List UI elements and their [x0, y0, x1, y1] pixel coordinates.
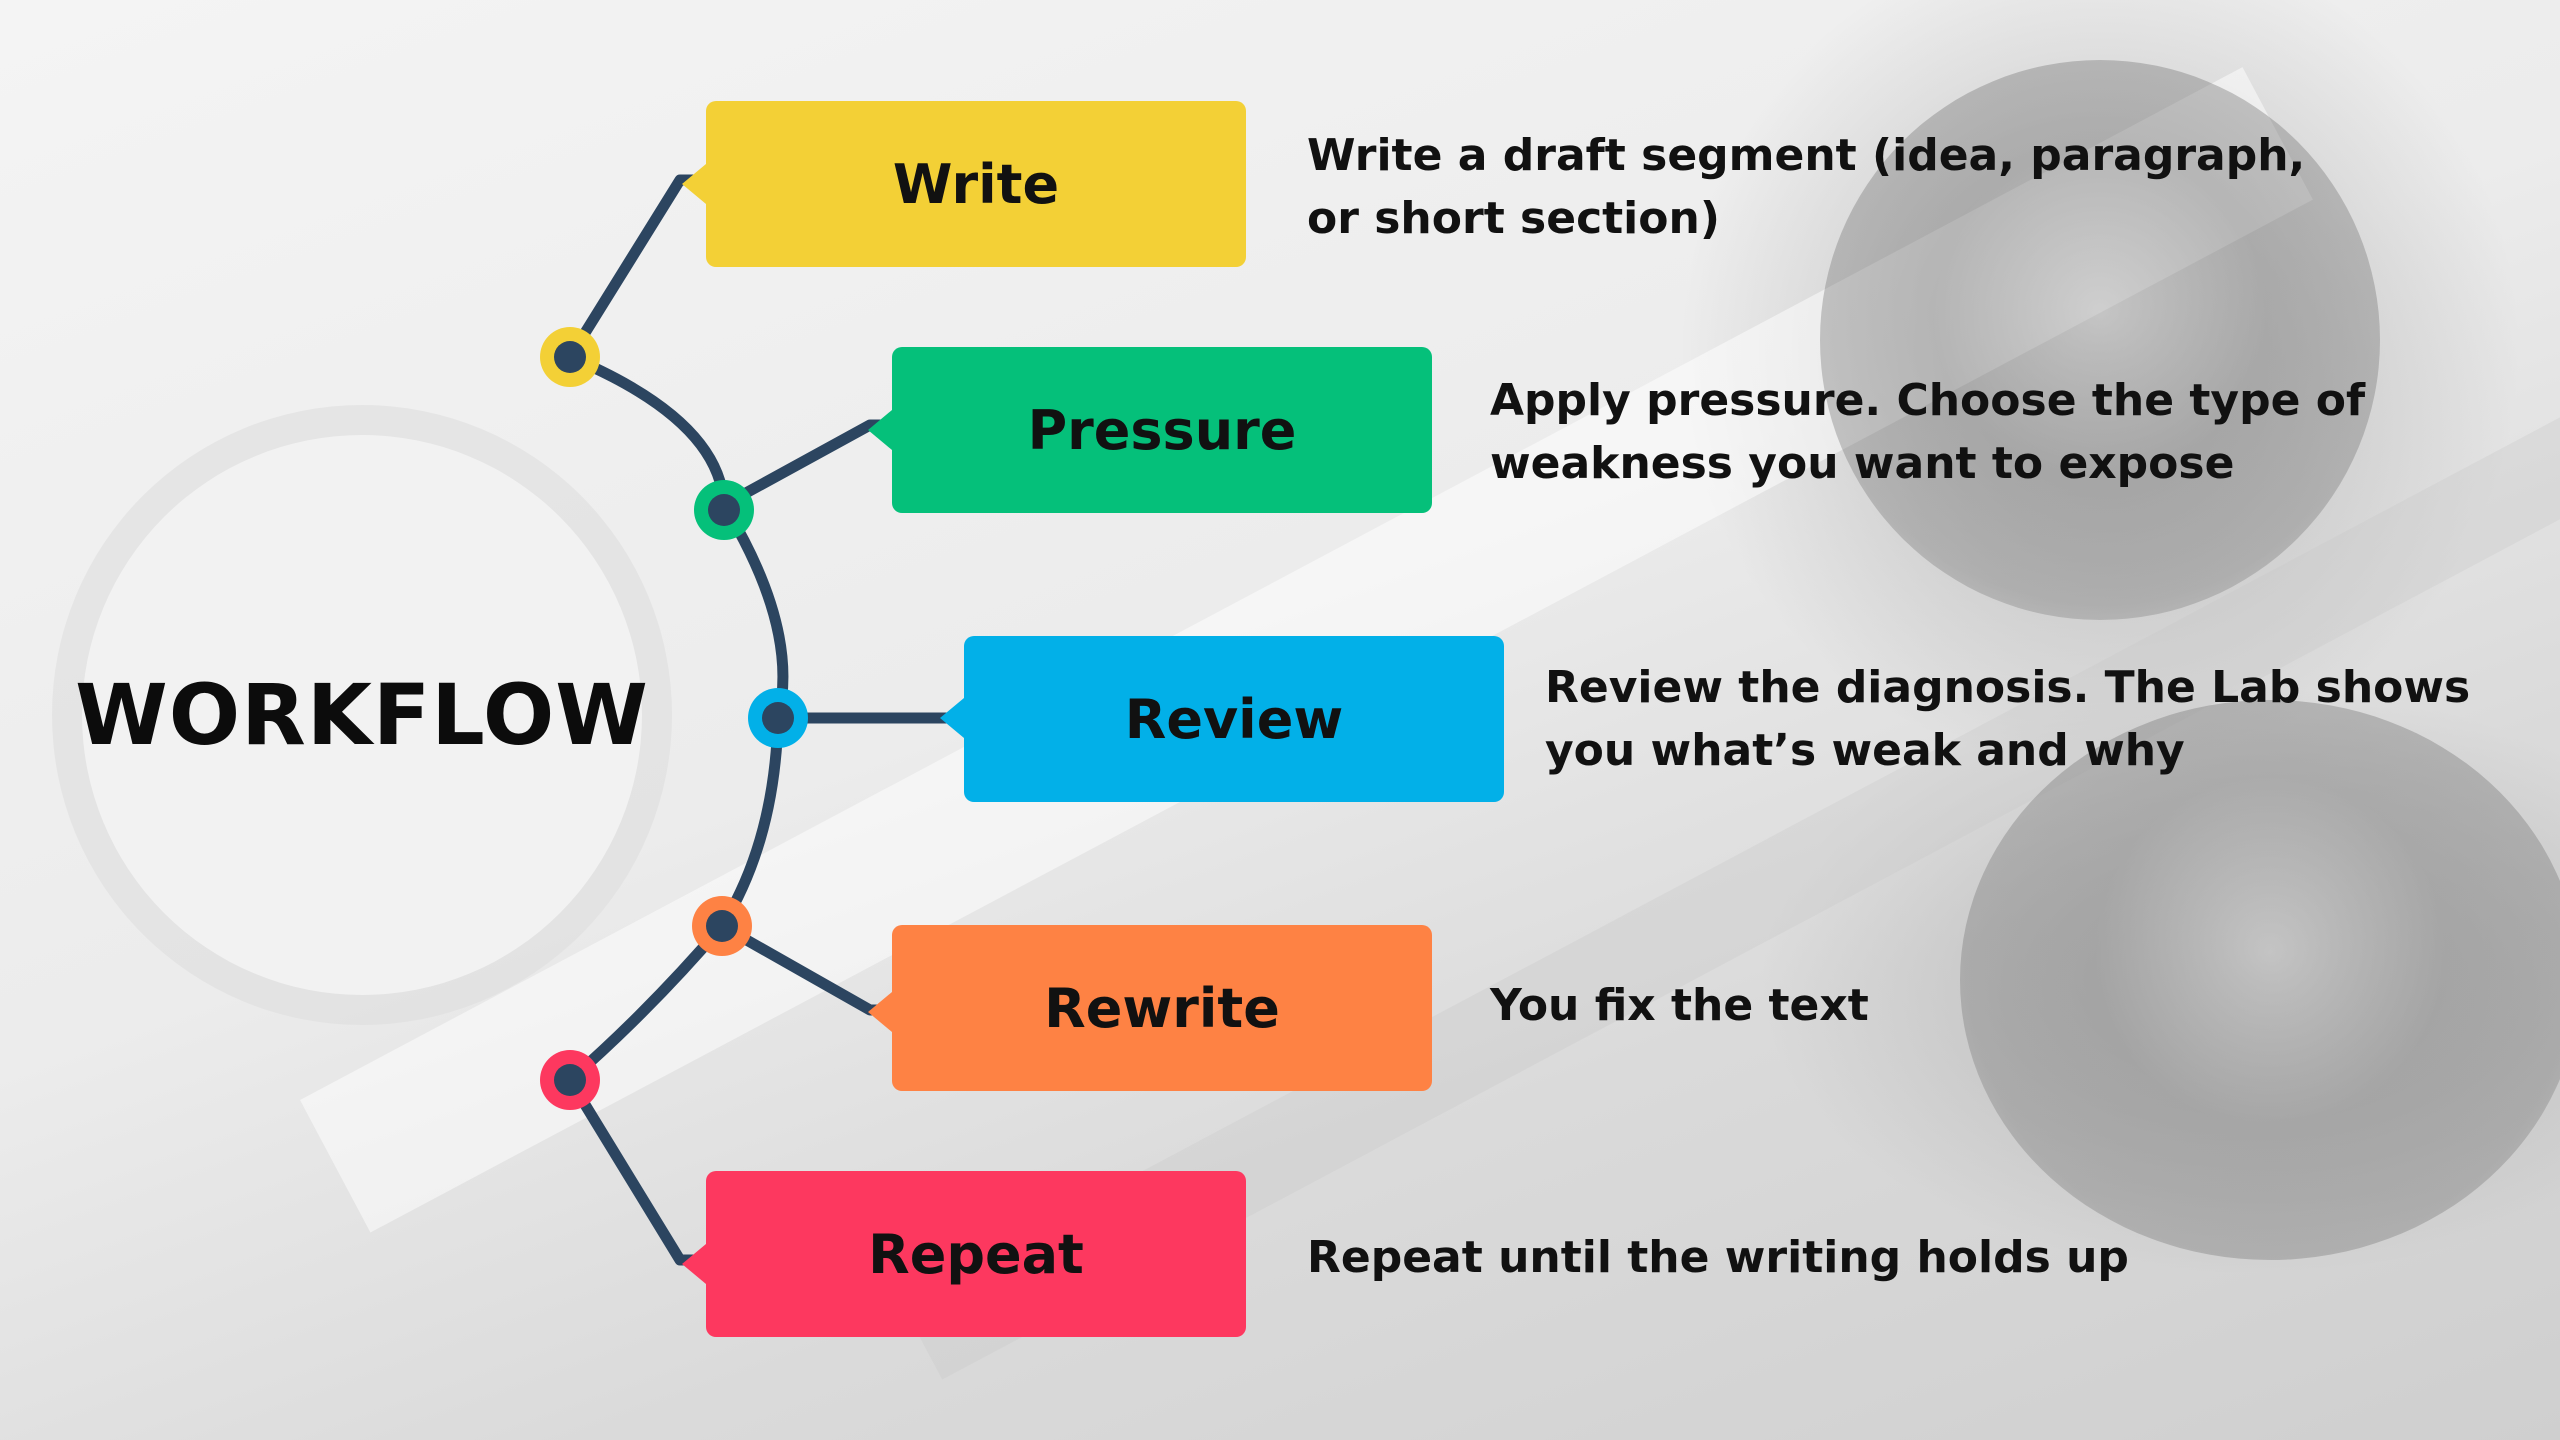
pointer-rewrite — [868, 992, 892, 1032]
pointer-repeat — [682, 1244, 706, 1284]
pointer-write — [682, 164, 706, 204]
step-rewrite-description: You fix the text — [1490, 980, 1869, 1031]
step-repeat-label: Repeat — [868, 1222, 1084, 1286]
pointer-pressure — [868, 410, 892, 450]
background-typewriter-knob — [1820, 60, 2380, 620]
step-write-description: Write a draft segment (idea, paragraph, … — [1307, 130, 2306, 244]
step-write-label: Write — [892, 152, 1060, 216]
pointer-review — [940, 698, 964, 738]
step-review-description: Review the diagnosis. The Lab shows you … — [1545, 662, 2471, 776]
step-rewrite-label: Rewrite — [1044, 976, 1280, 1040]
connector-branch-write — [564, 174, 712, 363]
step-repeat-description: Repeat until the writing holds up — [1307, 1232, 2129, 1283]
connector-branch-repeat — [564, 1074, 712, 1266]
step-rewrite-box: Rewrite — [892, 925, 1432, 1091]
step-pressure-description: Apply pressure. Choose the type of weakn… — [1490, 375, 2366, 489]
step-repeat-box: Repeat — [706, 1171, 1246, 1337]
step-review-box: Review — [964, 636, 1504, 802]
background-typewriter-knob — [1960, 700, 2560, 1260]
connector-branch-pressure — [718, 419, 898, 511]
step-pressure-label: Pressure — [1027, 398, 1297, 462]
center-circle: WORKFLOW — [75, 435, 648, 995]
step-write-box: Write — [706, 101, 1246, 267]
diagram-title: WORKFLOW — [75, 666, 649, 764]
step-review-label: Review — [1124, 687, 1344, 751]
step-pressure-box: Pressure — [892, 347, 1432, 513]
